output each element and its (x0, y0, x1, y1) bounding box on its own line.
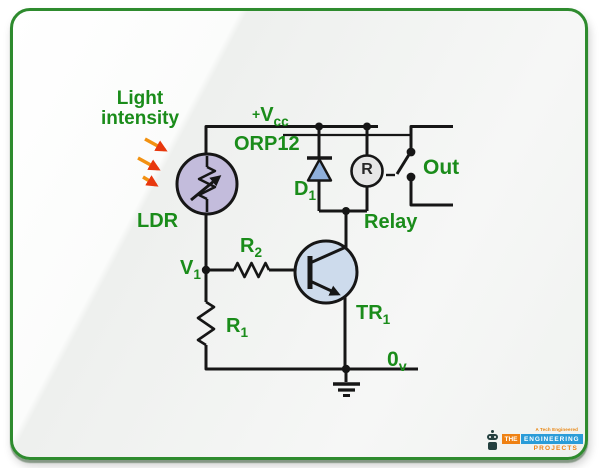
brand-tagline: A Tech Engineered (535, 427, 578, 432)
brand-projects: PROJECTS (533, 445, 578, 452)
brand-logo: A Tech Engineered THE ENGINEERING PROJEC… (486, 427, 583, 457)
resistor-r1-symbol (196, 300, 216, 347)
diode-d1-symbol (306, 156, 333, 182)
out-label: Out (423, 156, 460, 179)
r2-label: R2 (240, 235, 263, 260)
brand-engineering: ENGINEERING (521, 434, 583, 444)
ldr-symbol (175, 152, 239, 216)
transistor-tr1-symbol (293, 239, 359, 305)
zero-v-label: 0v (387, 348, 407, 376)
relay-label: Relay (364, 211, 418, 233)
tr1-label: TR1 (356, 302, 391, 327)
vcc-label: +Vcc (252, 104, 289, 129)
relay-coil-letter: R (361, 161, 373, 178)
light-intensity-label: Light intensity (100, 88, 180, 129)
robot-icon (486, 430, 499, 454)
light-rays-icon (137, 137, 168, 187)
orp12-label: ORP12 (234, 133, 300, 155)
d1-label: D1 (294, 178, 317, 203)
relay-switch-blade (395, 152, 412, 175)
resistor-r2-symbol (232, 261, 271, 279)
ground-symbol (333, 382, 360, 397)
diagram-frame (10, 8, 588, 460)
brand-the: THE (502, 434, 520, 444)
junction-dots (201, 122, 416, 374)
relay-coil-symbol (350, 154, 384, 188)
v1-label: V1 (180, 257, 201, 282)
ldr-label: LDR (137, 210, 179, 232)
r1-label: R1 (226, 315, 249, 340)
